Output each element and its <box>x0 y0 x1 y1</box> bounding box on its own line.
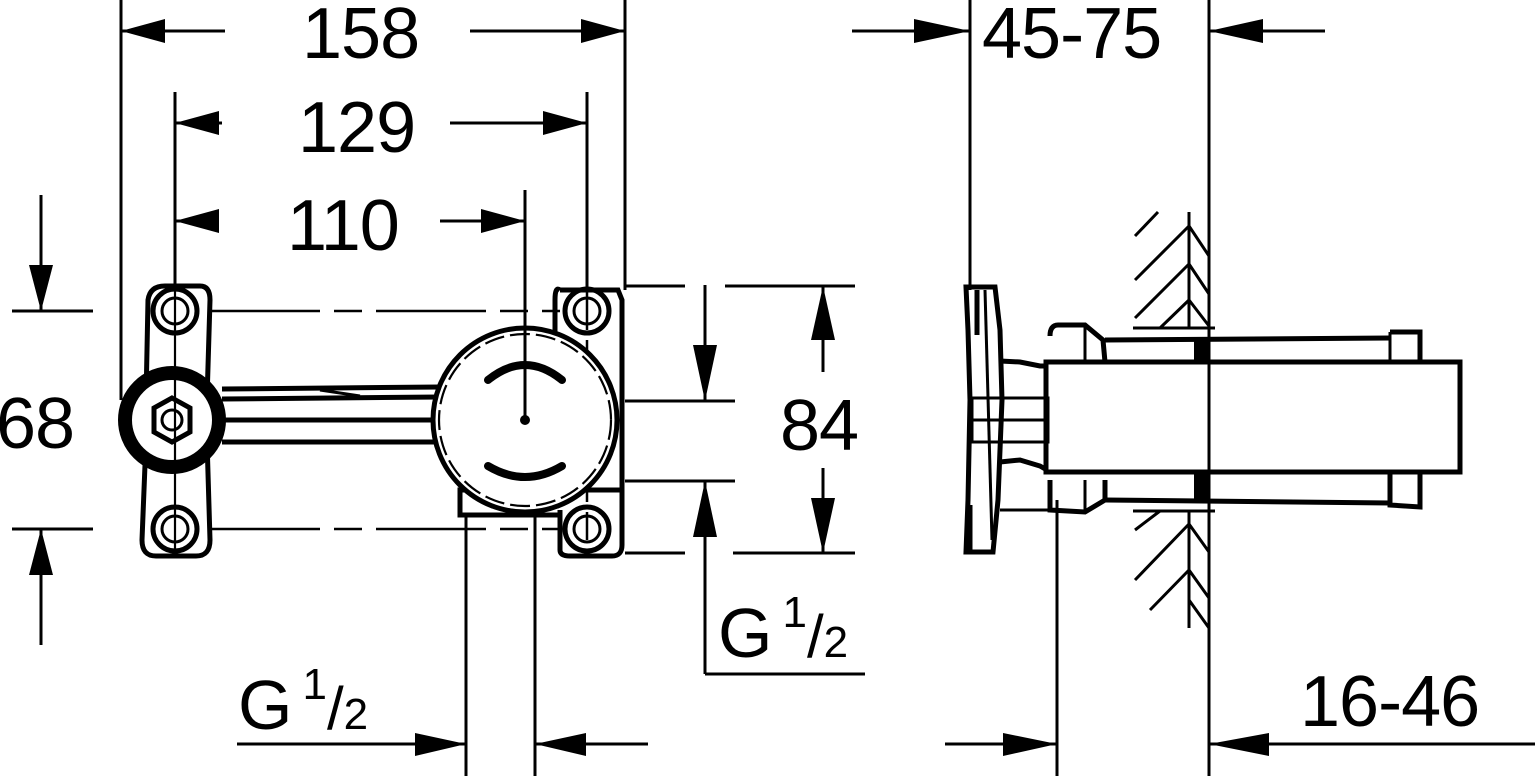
dimension-45-75-label: 45-75 <box>982 0 1162 74</box>
dimension-158-label: 158 <box>302 0 420 74</box>
thread-letter: G <box>718 594 773 672</box>
dimension-129-label: 129 <box>298 88 416 168</box>
dimension-16-46-label: 16-46 <box>1300 662 1480 742</box>
dimension-68-label: 68 <box>0 384 75 464</box>
thread-letter: G <box>238 666 293 744</box>
front-view <box>12 0 865 776</box>
dimension-110-label: 110 <box>287 186 400 266</box>
thread-denominator: 2 <box>823 618 849 667</box>
side-view <box>852 0 1535 776</box>
dimension-84-label: 84 <box>780 386 859 466</box>
thread-numerator: 1 <box>302 660 327 709</box>
thread-slash: / <box>326 675 344 742</box>
thread-denominator: 2 <box>343 690 369 739</box>
thread-numerator: 1 <box>782 588 807 637</box>
thread-slash: / <box>806 603 824 670</box>
